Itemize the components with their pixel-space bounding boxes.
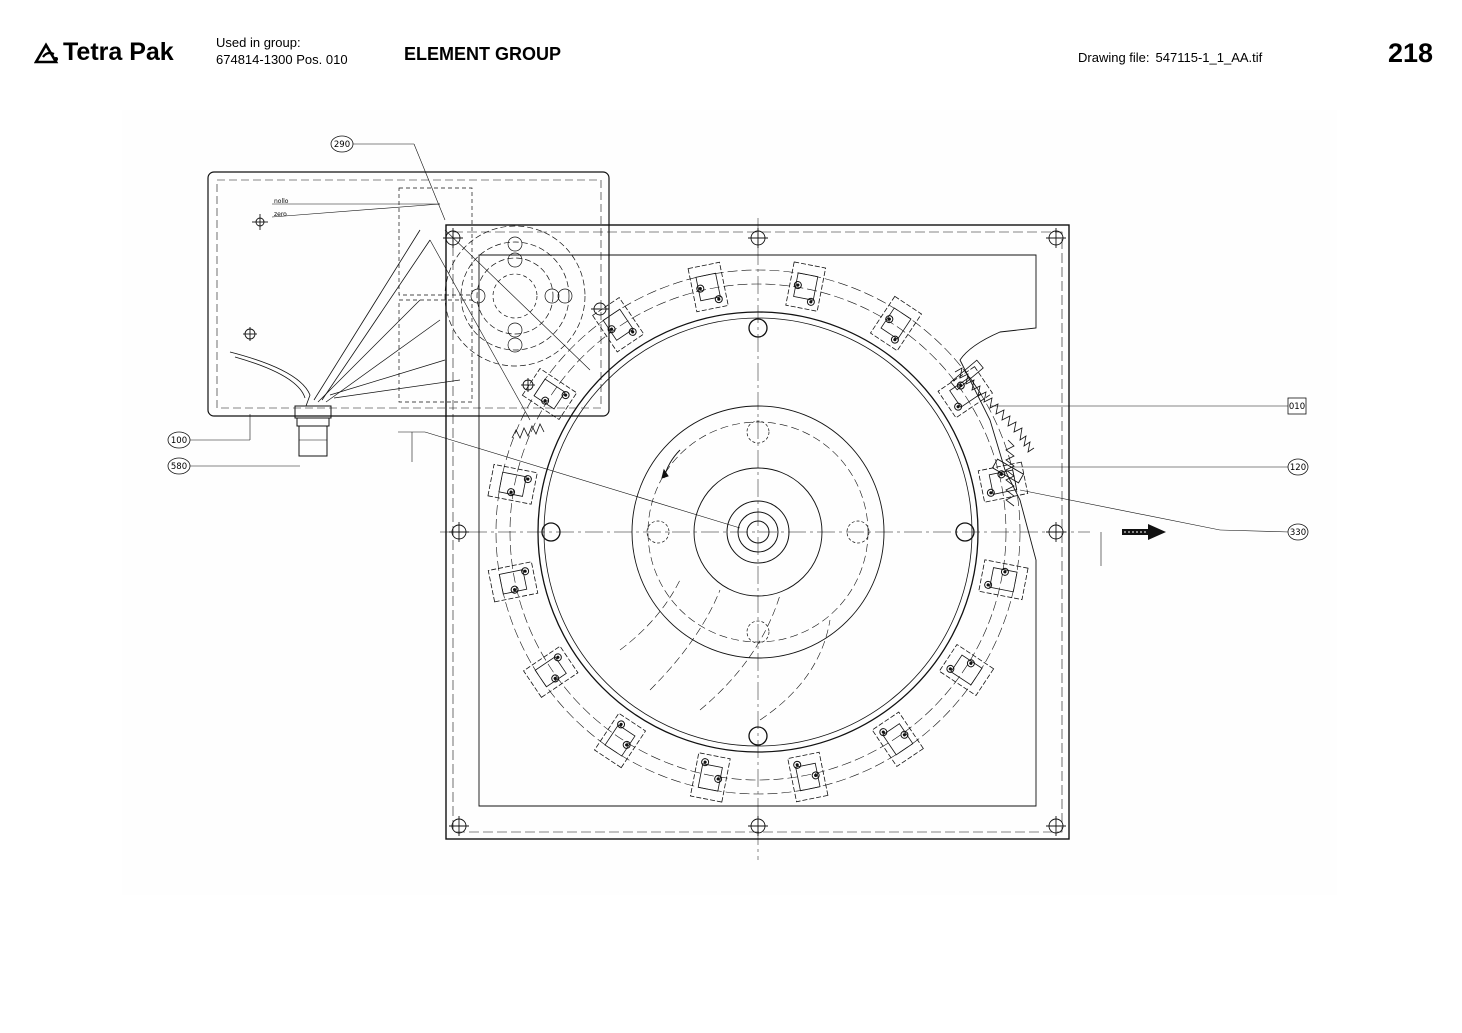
page-title: ELEMENT GROUP bbox=[404, 44, 562, 64]
spring-left bbox=[511, 423, 545, 439]
wheel-clamp-segment bbox=[787, 751, 829, 803]
control-box-inner bbox=[216, 179, 602, 409]
label-zero: zero bbox=[274, 211, 287, 218]
drawing-file-value: 547115-1_1_AA.tif bbox=[1155, 50, 1263, 65]
callout-100: 100 bbox=[167, 431, 191, 449]
technical-drawing: 290 100 580 010 120 330 nollo zero bbox=[122, 110, 1337, 895]
spring-upper bbox=[954, 367, 1035, 453]
wheel-clamp-segment bbox=[978, 559, 1029, 601]
base-plate-inner bbox=[478, 254, 1037, 807]
control-box-module-bottom bbox=[398, 299, 473, 403]
svg-text:580: 580 bbox=[171, 462, 187, 472]
used-in-group: Used in group: 674814-1300 Pos. 010 bbox=[216, 34, 348, 68]
wheel-clamp-segment bbox=[938, 643, 995, 697]
callout-010: 010 bbox=[1287, 397, 1307, 415]
callout-580: 580 bbox=[167, 457, 191, 475]
wheel-clamp-segment bbox=[592, 296, 645, 353]
wheel-clamp-segment bbox=[869, 295, 923, 352]
drawing-file: Drawing file: 547115-1_1_AA.tif bbox=[1078, 50, 1262, 65]
callout-290: 290 bbox=[330, 135, 354, 153]
wheel-clamp-segment bbox=[785, 261, 827, 312]
brand-name: Tetra Pak bbox=[63, 38, 174, 66]
page-number: 218 bbox=[1388, 38, 1434, 68]
tetra-pak-logo-icon bbox=[34, 41, 59, 63]
wheel-clamp-segment bbox=[487, 463, 538, 505]
svg-text:010: 010 bbox=[1289, 402, 1305, 412]
drawing-file-label: Drawing file: bbox=[1078, 50, 1150, 65]
svg-text:330: 330 bbox=[1290, 528, 1306, 538]
wheel-clamp-segment bbox=[593, 712, 647, 769]
svg-text:100: 100 bbox=[171, 436, 187, 446]
wheel-clamp-segment bbox=[937, 366, 994, 419]
callout-330: 330 bbox=[1287, 523, 1309, 541]
spring-lower bbox=[1005, 439, 1015, 507]
label-nollo: nollo bbox=[274, 198, 289, 205]
wheel-clamp-segment bbox=[687, 261, 729, 313]
svg-text:120: 120 bbox=[1290, 463, 1306, 473]
callout-120: 120 bbox=[1287, 458, 1309, 476]
wheel-clamp-segment bbox=[521, 367, 578, 421]
wheel-clamp-segment bbox=[871, 711, 924, 768]
wheel-clamp-segment bbox=[522, 645, 579, 698]
control-box bbox=[207, 171, 610, 417]
control-box-module-top bbox=[398, 187, 473, 296]
used-in-group-value: 674814-1300 Pos. 010 bbox=[216, 52, 348, 67]
brand-logo: Tetra Pak bbox=[34, 38, 174, 67]
wheel-clamp-segment bbox=[689, 752, 731, 803]
callouts: 290 100 580 010 120 330 bbox=[167, 135, 1309, 541]
used-in-group-label: Used in group: bbox=[216, 35, 301, 50]
svg-text:290: 290 bbox=[334, 140, 350, 150]
wheel-clamp-segment bbox=[977, 461, 1029, 503]
wheel-clamp-segment bbox=[487, 561, 539, 603]
drawing-canvas: 290 100 580 010 120 330 nollo zero bbox=[167, 135, 1309, 860]
